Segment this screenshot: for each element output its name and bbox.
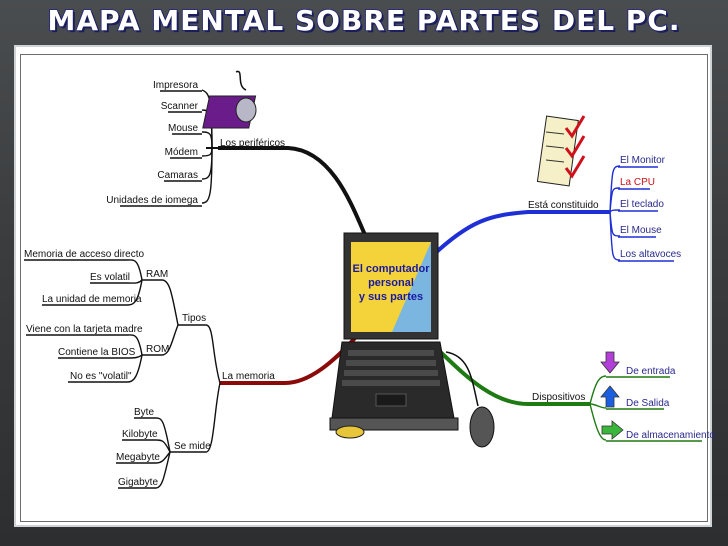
node-megabyte: Megabyte (116, 452, 160, 463)
node-rom-tarjeta: Viene con la tarjeta madre (26, 324, 143, 335)
memoria-sub-lines (24, 259, 221, 489)
node-kilobyte: Kilobyte (122, 429, 158, 440)
node-tipos: Tipos (182, 313, 207, 324)
node-se-mide: Se mide (174, 441, 211, 452)
node-ram-unidad: La unidad de memoria (42, 294, 142, 305)
node-ram-volatil: Es volatil (90, 272, 131, 283)
laptop-icon (329, 232, 459, 439)
node-impresora: Impresora (152, 80, 198, 91)
mouse-icon (202, 70, 257, 129)
arrow-up-icon (600, 385, 620, 408)
node-almacenamiento: De almacenamiento (626, 430, 715, 441)
node-dispositivos: Dispositivos (532, 392, 586, 403)
node-cpu: La CPU (620, 177, 656, 188)
node-salida: De Salida (626, 398, 670, 409)
node-iomega: Unidades de iomega (106, 195, 198, 206)
node-teclado: El teclado (620, 199, 664, 210)
node-altavoces: Los altavoces (620, 249, 682, 260)
center-line-3: y sus partes (358, 291, 424, 303)
node-scanner: Scanner (160, 101, 198, 112)
node-monitor: El Monitor (620, 155, 666, 166)
node-camaras: Camaras (157, 170, 198, 181)
constituido-sub-lines (609, 165, 674, 262)
center-line-1: El computador (352, 263, 430, 275)
center-topic: El computador personal y sus partes (350, 262, 432, 304)
node-ram-acceso: Memoria de acceso directo (24, 249, 145, 260)
computer-mouse-icon (445, 351, 495, 448)
center-line-2: personal (368, 277, 414, 289)
node-rom-novolatil: No es "volatil" (70, 371, 132, 382)
node-gigabyte: Gigabyte (118, 477, 159, 488)
page-title: MAPA MENTAL SOBRE PARTES DEL PC. (47, 3, 681, 38)
branch-perifericos (218, 146, 367, 236)
checklist-icon (536, 115, 586, 187)
node-rom-bios: Contiene la BIOS (58, 347, 136, 358)
node-el-mouse: El Mouse (620, 225, 662, 236)
node-perifericos: Los periféricos (220, 138, 286, 149)
dispositivos-sub-lines (589, 375, 702, 442)
node-constituido: Está constituido (528, 200, 599, 211)
arrow-right-icon (601, 420, 624, 440)
node-byte: Byte (134, 407, 155, 418)
node-rom: ROM (146, 344, 170, 355)
perifericos-sub-lines (120, 89, 213, 207)
node-ram: RAM (146, 269, 169, 280)
node-memoria: La memoria (222, 371, 275, 382)
node-mouse: Mouse (167, 123, 198, 134)
node-modem: Módem (164, 147, 198, 158)
branch-constituido (428, 210, 610, 260)
node-entrada: De entrada (626, 366, 676, 377)
arrow-down-icon (600, 351, 620, 374)
